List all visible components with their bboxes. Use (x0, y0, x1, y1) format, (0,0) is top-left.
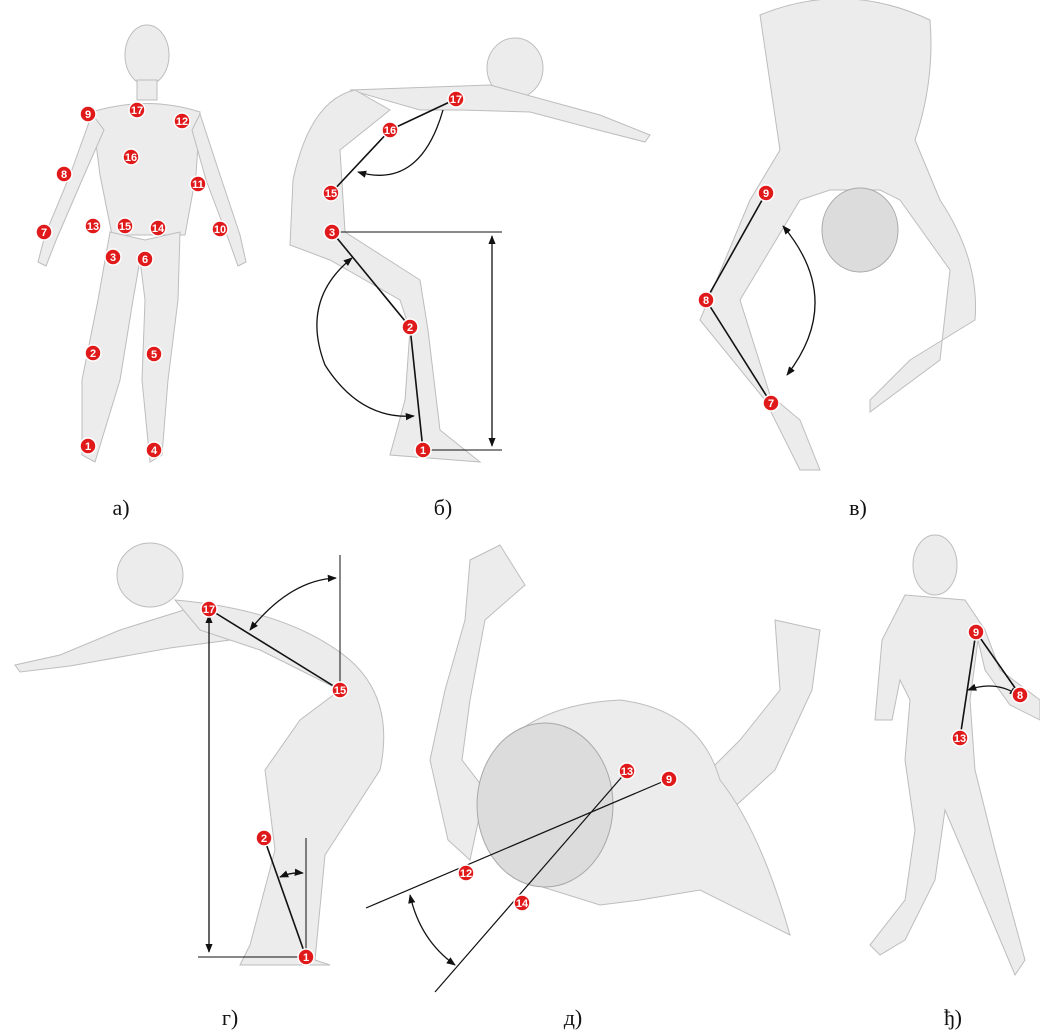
marker-label: 15 (325, 188, 337, 200)
caption-dj: ђ) (944, 1005, 962, 1030)
marker-label: 2 (261, 833, 267, 845)
marker-label: 15 (119, 221, 131, 233)
marker-label: 13 (621, 766, 633, 778)
caption-g: г) (222, 1005, 238, 1030)
marker-label: 16 (384, 125, 396, 137)
human-figure-front (38, 25, 246, 462)
marker-label: 1 (420, 445, 426, 457)
caption-v: в) (849, 495, 867, 520)
marker-label: 13 (87, 221, 99, 233)
marker-label: 17 (131, 105, 143, 117)
caption-b: б) (434, 495, 453, 520)
marker-label: 1 (303, 952, 309, 964)
human-figure-top-view (700, 0, 976, 470)
marker-label: 9 (666, 774, 672, 786)
marker-label: 17 (203, 604, 215, 616)
human-figure-bend-side (15, 543, 384, 965)
marker-label: 3 (110, 252, 116, 264)
panel-b: 17 16 15 3 2 1 б) (290, 38, 650, 520)
marker-label: 8 (703, 295, 709, 307)
marker-label: 5 (151, 349, 157, 361)
marker-label: 14 (152, 223, 165, 235)
human-figure-overhead (430, 545, 820, 935)
marker-label: 12 (460, 868, 472, 880)
marker-label: 13 (954, 733, 966, 745)
panel-a: 17 9 12 16 8 11 7 13 15 14 10 3 6 (36, 25, 246, 520)
marker-label: 10 (214, 224, 226, 236)
marker-label: 12 (176, 116, 188, 128)
panel-v: 9 8 7 в) (698, 0, 976, 520)
marker-label: 8 (61, 169, 67, 181)
marker-label: 3 (329, 227, 335, 239)
marker-label: 14 (516, 898, 529, 910)
marker-label: 2 (407, 322, 413, 334)
human-figure-walking-back (870, 535, 1040, 975)
marker-label: 7 (41, 227, 47, 239)
marker-label: 16 (125, 152, 137, 164)
marker-label: 8 (1017, 690, 1023, 702)
marker-label: 9 (973, 627, 979, 639)
panel-g: 17 15 2 1 г) (15, 543, 384, 1030)
panel-d: 13 9 12 14 д) (366, 545, 820, 1030)
panel-dj: 9 8 13 ђ) (870, 535, 1040, 1030)
marker-label: 11 (192, 179, 204, 191)
marker-label: 2 (90, 348, 96, 360)
marker-label: 17 (450, 94, 462, 106)
caption-a: а) (112, 495, 129, 520)
human-figure-squat-side (290, 38, 650, 462)
marker-label: 9 (763, 188, 769, 200)
marker-label: 9 (85, 109, 91, 121)
marker-label: 1 (85, 441, 91, 453)
marker-label: 15 (334, 685, 346, 697)
marker-label: 4 (151, 445, 158, 457)
marker-label: 6 (142, 254, 148, 266)
caption-d: д) (564, 1005, 583, 1030)
marker-label: 7 (768, 398, 774, 410)
